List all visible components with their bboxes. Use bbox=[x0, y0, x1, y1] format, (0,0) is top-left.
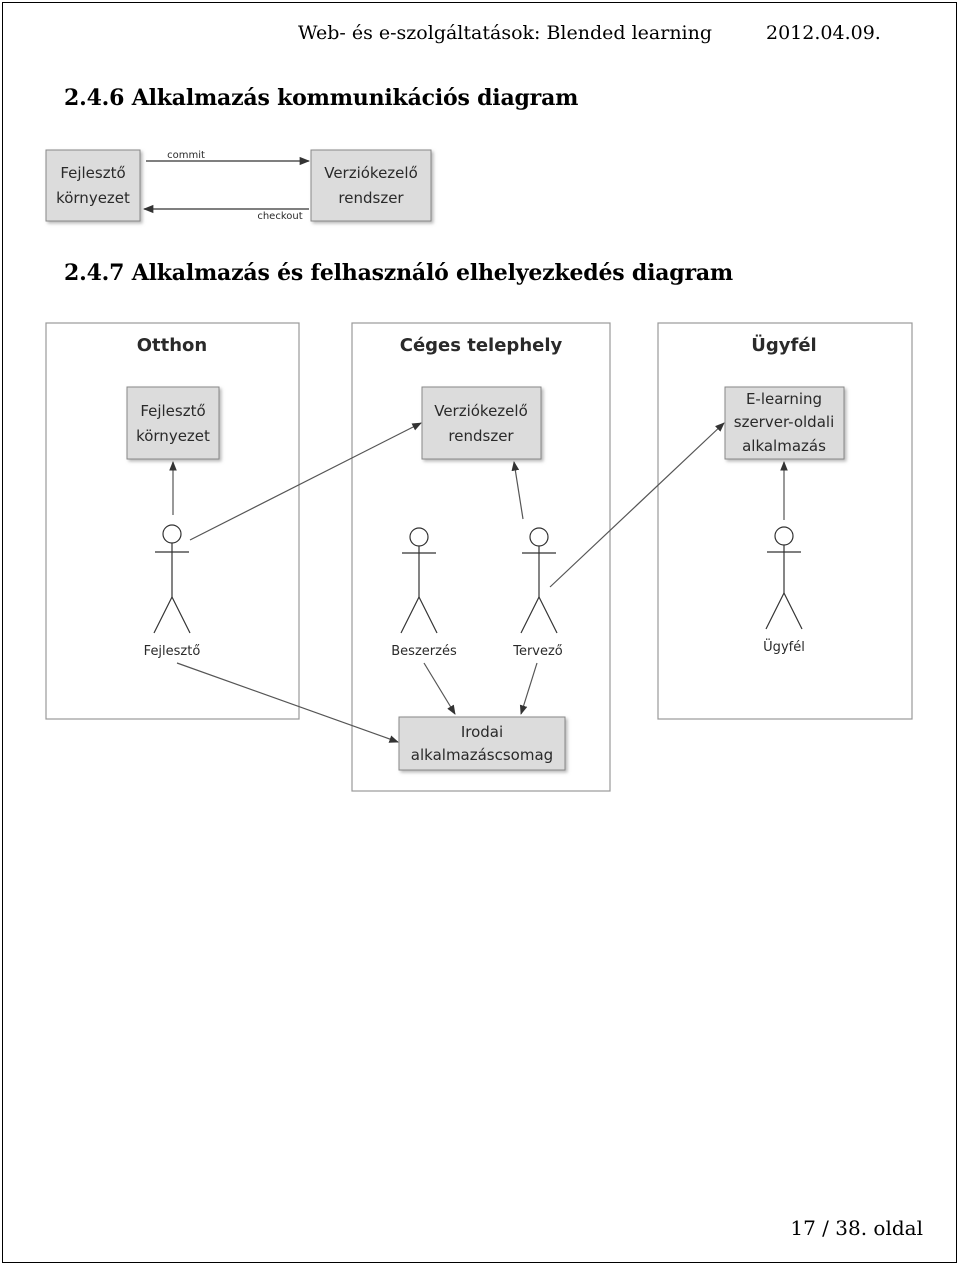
zone-home-title: Otthon bbox=[137, 335, 208, 356]
box-version-control bbox=[310, 149, 432, 222]
actor-client-label: Ügyfél bbox=[763, 638, 805, 655]
deployment-diagram: Otthon Céges telephely Ügyfél Fejlesztő … bbox=[45, 322, 913, 792]
component-version-control-line1: Verziókezelő bbox=[434, 402, 528, 420]
box-dev-environment-line2: környezet bbox=[56, 189, 130, 207]
component-elearning-server-line3: alkalmazás bbox=[742, 437, 826, 455]
box-version-control-line2: rendszer bbox=[338, 189, 404, 207]
header-course-title: Web- és e-szolgáltatások: Blended learni… bbox=[298, 22, 713, 44]
zone-home bbox=[45, 322, 300, 720]
actor-procurement-label: Beszerzés bbox=[391, 644, 457, 659]
zone-client bbox=[657, 322, 913, 720]
component-office-suite-line1: Irodai bbox=[461, 723, 503, 741]
header-date: 2012.04.09. bbox=[766, 22, 881, 44]
footer-page-number: 17 / 38. oldal bbox=[790, 1216, 923, 1240]
component-elearning-server-line1: E-learning bbox=[746, 390, 822, 408]
actor-developer-label: Fejlesztő bbox=[144, 644, 201, 659]
component-dev-environment-line1: Fejlesztő bbox=[140, 402, 205, 420]
component-office-suite-line2: alkalmazáscsomag bbox=[411, 746, 553, 764]
box-dev-environment bbox=[45, 149, 141, 222]
component-version-control-line2: rendszer bbox=[448, 427, 514, 445]
actor-planner-figure bbox=[520, 527, 558, 634]
component-elearning-server bbox=[724, 386, 845, 460]
link-developer-to-office-suite bbox=[176, 662, 399, 743]
section-heading-deployment: 2.4.7 Alkalmazás és felhasználó elhelyez… bbox=[64, 260, 733, 286]
box-dev-environment-line1: Fejlesztő bbox=[60, 164, 125, 182]
arrow-checkout-label: checkout bbox=[257, 211, 302, 222]
arrow-commit-label: commit bbox=[167, 150, 205, 161]
link-planner-to-version-control bbox=[511, 461, 524, 520]
box-version-control-line1: Verziókezelő bbox=[324, 164, 418, 182]
link-procurement-to-office-suite bbox=[423, 662, 456, 715]
link-developer-to-version-control bbox=[189, 422, 422, 541]
component-dev-environment-line2: környezet bbox=[136, 427, 210, 445]
zone-client-title: Ügyfél bbox=[751, 334, 816, 356]
component-elearning-server-line2: szerver-oldali bbox=[734, 413, 834, 431]
link-planner-to-office-suite bbox=[519, 662, 538, 715]
component-office-suite bbox=[398, 716, 566, 771]
actor-planner-label: Tervező bbox=[512, 644, 563, 659]
actor-procurement-figure bbox=[400, 527, 438, 634]
component-version-control bbox=[421, 386, 542, 460]
communication-diagram: Fejlesztő környezet Verziókezelő rendsze… bbox=[45, 149, 432, 222]
actor-client-figure bbox=[765, 526, 803, 630]
actor-developer-figure bbox=[153, 524, 191, 634]
component-dev-environment bbox=[126, 386, 220, 460]
zone-company-title: Céges telephely bbox=[400, 335, 563, 356]
section-heading-communication: 2.4.6 Alkalmazás kommunikációs diagram bbox=[64, 85, 579, 111]
link-planner-to-elearning-server bbox=[549, 422, 725, 588]
